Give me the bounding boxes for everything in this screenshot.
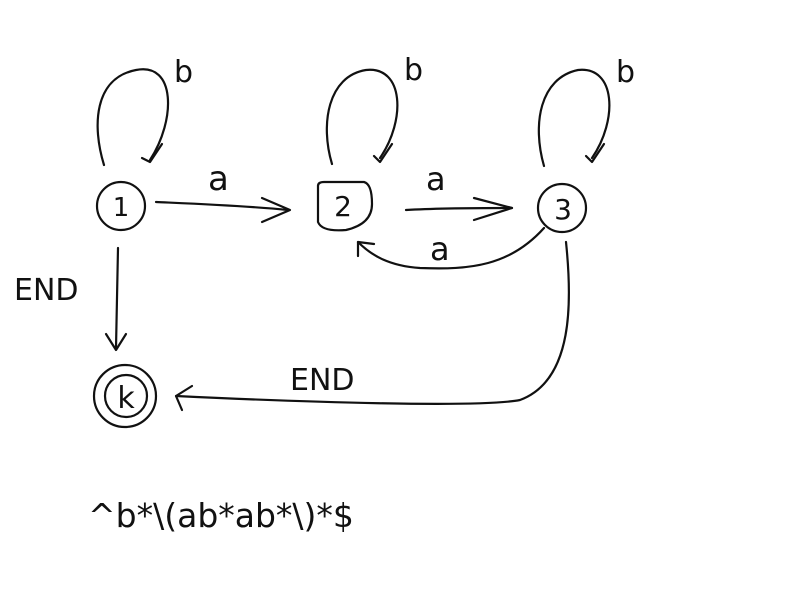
state-k-label: k bbox=[117, 381, 135, 416]
state-1-label: 1 bbox=[113, 193, 130, 223]
self-loop-3: b bbox=[537, 55, 635, 168]
transition-2-to-3-label: a bbox=[426, 160, 446, 198]
self-loop-2-label: b bbox=[404, 53, 423, 88]
transition-3-to-k: END bbox=[174, 240, 571, 412]
transition-1-to-2: a bbox=[154, 159, 292, 224]
state-k: k bbox=[92, 363, 158, 429]
state-3-label: 3 bbox=[554, 193, 572, 226]
state-2-label: 2 bbox=[334, 190, 352, 223]
transition-2-to-3: a bbox=[404, 160, 514, 222]
state-3: 3 bbox=[536, 182, 588, 234]
state-1: 1 bbox=[95, 180, 147, 232]
regex-expression: ^b*\(ab*ab*\)*$ bbox=[88, 496, 354, 535]
transition-3-to-2-label: a bbox=[430, 230, 450, 268]
self-loop-2: b bbox=[325, 53, 423, 166]
transition-3-to-2: a bbox=[356, 226, 546, 270]
transition-1-to-k: END bbox=[14, 246, 128, 352]
state-2: 2 bbox=[316, 180, 374, 232]
self-loop-3-label: b bbox=[616, 55, 635, 90]
transition-3-to-k-label: END bbox=[290, 363, 355, 398]
transition-1-to-2-label: a bbox=[208, 159, 229, 199]
transition-1-to-k-label: END bbox=[14, 273, 79, 308]
self-loop-1: b bbox=[96, 55, 193, 167]
self-loop-1-label: b bbox=[174, 55, 193, 90]
